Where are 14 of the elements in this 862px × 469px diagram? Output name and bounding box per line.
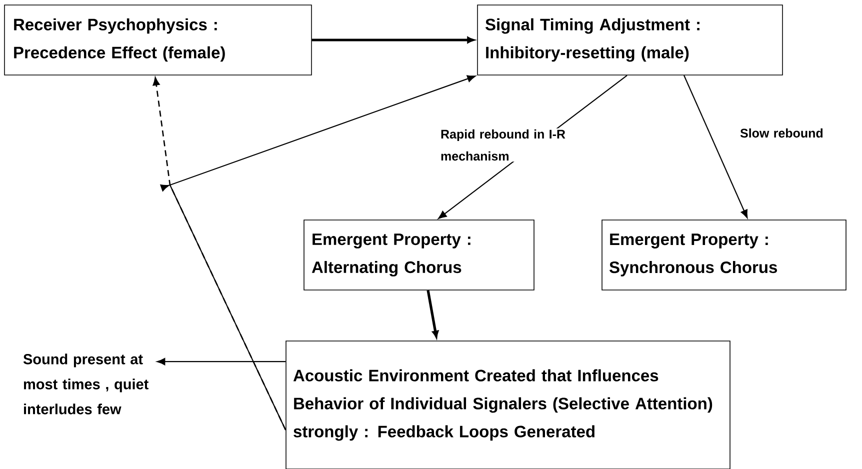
note-text: Sound present at most times , quiet interludes few [23, 354, 148, 414]
edge-label: Slow rebound [740, 128, 823, 138]
arrow [156, 358, 286, 366]
arrow [426, 290, 439, 338]
process-box: Acoustic Environment Created that Influences Behavior of Individual Signalers (Selective Attention) strongly : Feedback Loops Generated [286, 340, 730, 469]
arrow [160, 75, 476, 430]
arrow [152, 77, 286, 430]
process-box: Signal Timing Adjustment : Inhibitory-resetting (male) [477, 4, 783, 76]
edge-label: Rapid rebound in I-R mechanism [441, 129, 566, 161]
arrow [312, 36, 474, 44]
process-box: Receiver Psychophysics : Precedence Effect (female) [4, 4, 312, 76]
process-box: Emergent Property : Alternating Chorus [304, 220, 534, 290]
process-box: Emergent Property : Synchronous Chorus [602, 220, 846, 290]
arrow [684, 75, 748, 218]
